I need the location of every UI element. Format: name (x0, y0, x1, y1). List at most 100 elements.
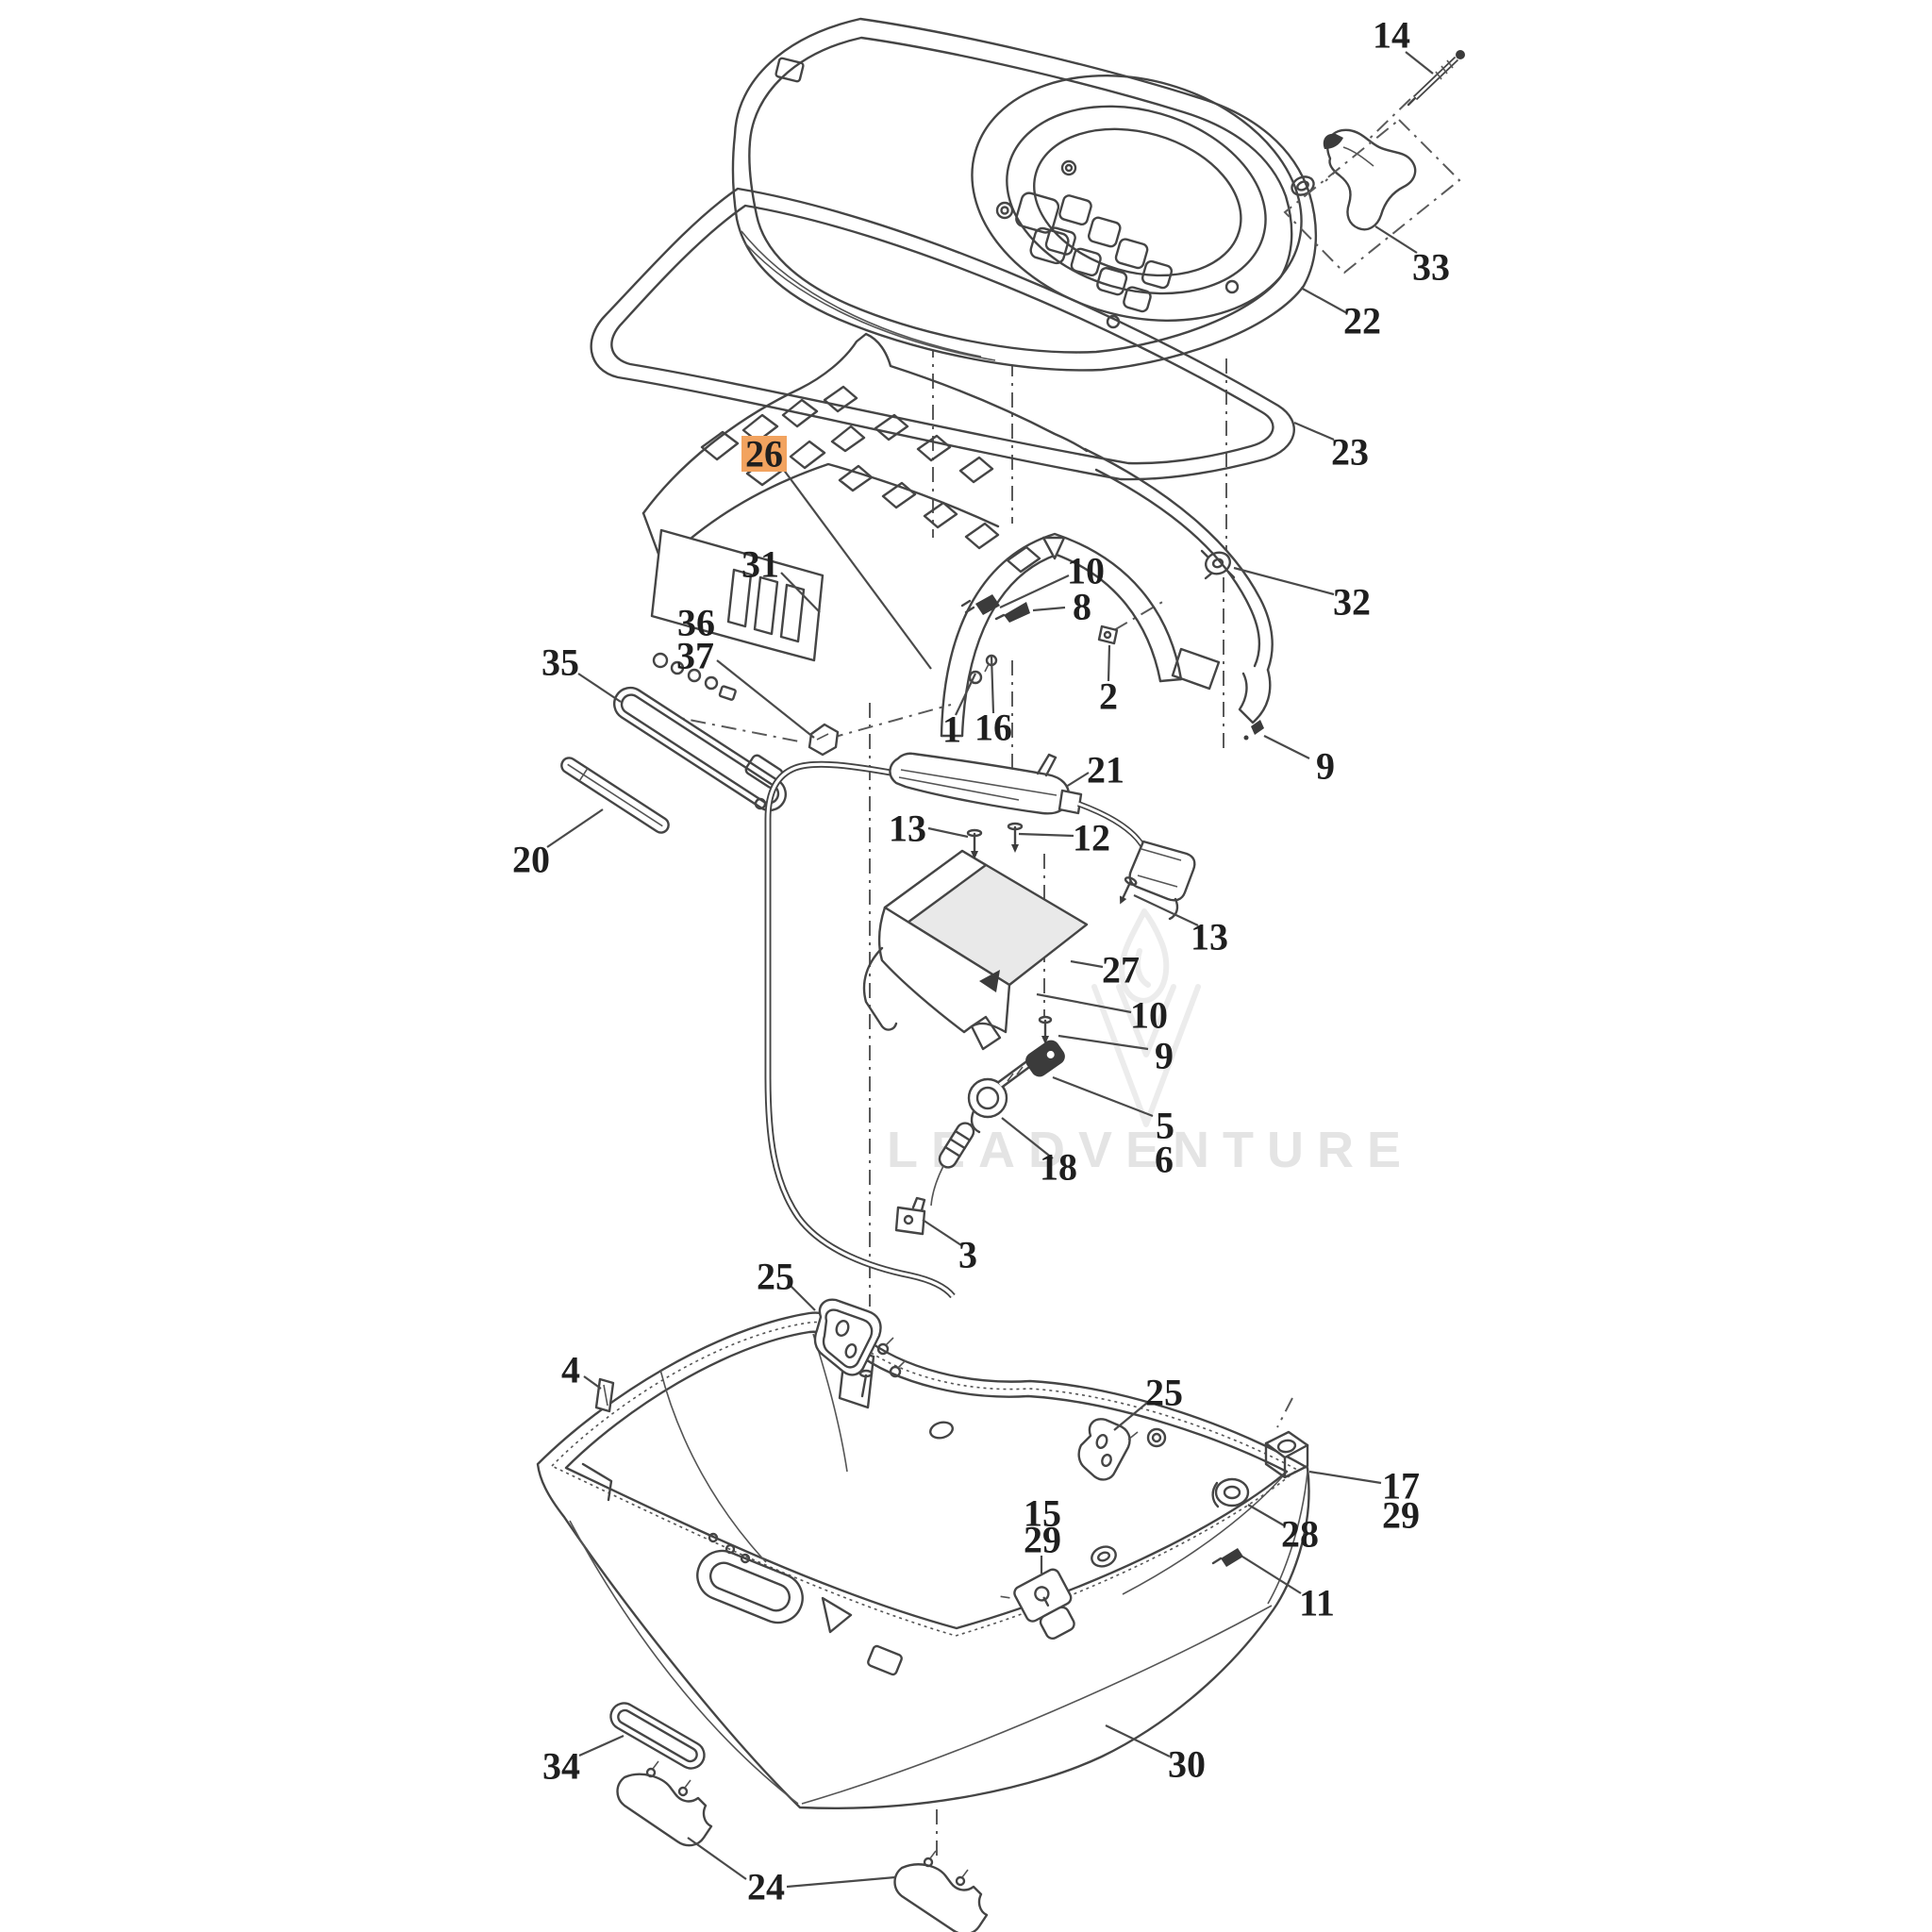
leader-line-1 (955, 673, 976, 716)
leader-line-32 (1233, 566, 1335, 596)
leader-line-13 (1133, 894, 1199, 926)
grommet-28-drawing (1211, 1477, 1250, 1508)
part-label-36: 36 (677, 602, 715, 644)
leader-line-3 (922, 1219, 962, 1246)
lock-barrel-drawing (1000, 1545, 1117, 1641)
part-label-24: 24 (747, 1866, 785, 1908)
part-label-10: 10 (1130, 994, 1168, 1037)
leader-line-12 (1018, 832, 1074, 838)
part-label-23: 23 (1331, 431, 1369, 474)
hinge-bracket-left-drawing (813, 1298, 882, 1398)
part-label-10: 10 (1067, 550, 1105, 592)
part-label-12: 12 (1073, 817, 1110, 859)
part-label-6: 6 (1155, 1139, 1174, 1181)
leader-line-22 (1300, 287, 1348, 314)
leader-line-9 (1058, 1034, 1149, 1051)
part-label-20: 20 (512, 839, 550, 881)
leader-line-21 (1065, 772, 1090, 788)
leader-line-17 (1308, 1470, 1382, 1485)
leader-line-31 (780, 572, 821, 613)
leader-line-11 (1241, 1556, 1302, 1594)
leader-line-33 (1374, 225, 1418, 254)
leader-line-8 (1032, 606, 1066, 612)
leader-line-27 (1070, 959, 1104, 969)
part-label-13: 13 (889, 808, 926, 850)
lid-seal-drawing (590, 187, 1295, 481)
part-label-16: 16 (974, 707, 1012, 749)
leader-line-23 (1293, 421, 1335, 441)
leader-line-25 (790, 1285, 816, 1311)
part-label-4: 4 (561, 1349, 580, 1391)
part-label-30: 30 (1168, 1743, 1206, 1786)
wedge-bracket-drawing (862, 849, 1089, 1051)
part-label-28: 28 (1281, 1513, 1319, 1556)
part-label-34: 34 (542, 1745, 580, 1788)
part-label-22: 22 (1343, 300, 1381, 342)
watermark-logo-icon (1091, 908, 1201, 1127)
part-label-8: 8 (1073, 586, 1091, 628)
well-nut-drawing (1264, 1430, 1309, 1479)
part-label-15: 15 (1024, 1492, 1061, 1535)
part-label-13: 13 (1191, 916, 1228, 958)
push-nut-drawing (1200, 549, 1236, 580)
latch-boundary-box (1283, 118, 1461, 275)
screw-11-drawing (1211, 1548, 1243, 1567)
part-label-3: 3 (958, 1234, 977, 1276)
antenna-cable-drawing (764, 752, 1196, 1299)
latch-assembly-drawing (1283, 50, 1465, 275)
part-label-14: 14 (1373, 14, 1410, 57)
leader-line-34 (578, 1734, 625, 1757)
lid-frame-drawing (641, 332, 1274, 738)
leader-line-14 (1405, 51, 1434, 75)
part-label-9: 9 (1316, 745, 1335, 788)
part-label-29: 29 (1024, 1519, 1061, 1561)
saddlebag-lid-drawing (731, 17, 1318, 372)
highlight-box-26 (741, 436, 787, 472)
leader-line-13 (927, 826, 969, 839)
part-label-1: 1 (942, 708, 961, 751)
part-label-32: 32 (1333, 581, 1371, 624)
part-label-2: 2 (1099, 675, 1118, 718)
leader-line-2 (1107, 644, 1111, 682)
leader-line-37 (716, 659, 815, 739)
rail-trim-drawing (560, 686, 788, 834)
leader-line-10 (1036, 992, 1132, 1014)
leader-lines (546, 51, 1434, 1889)
leader-line-25 (1113, 1402, 1148, 1431)
clip-36-drawing (808, 723, 840, 757)
part-label-25: 25 (757, 1256, 794, 1298)
leader-line-35 (577, 673, 622, 703)
leader-line-9 (1263, 735, 1310, 759)
part-label-21: 21 (1087, 749, 1124, 791)
part-label-35: 35 (541, 641, 579, 684)
part-label-18: 18 (1040, 1146, 1077, 1189)
leader-line-10 (999, 575, 1070, 608)
leader-line-20 (546, 808, 604, 848)
clip-4-drawing (594, 1377, 615, 1413)
leader-line-30 (1105, 1724, 1171, 1757)
key-lock-drawing (930, 1040, 1065, 1207)
part-label-17: 17 (1382, 1465, 1420, 1507)
bumper-pad-drawing (609, 1702, 706, 1770)
part-label-33: 33 (1412, 246, 1450, 289)
part-label-5: 5 (1156, 1105, 1174, 1147)
leader-line-24 (786, 1875, 896, 1889)
leader-line-5 (1052, 1075, 1154, 1118)
retainer-clips-drawing (616, 1760, 989, 1932)
leader-line-16 (990, 655, 995, 714)
part-label-27: 27 (1102, 949, 1140, 991)
part-label-25: 25 (1145, 1372, 1183, 1414)
leader-line-28 (1247, 1504, 1285, 1526)
part-label-26: 26 (745, 433, 783, 475)
leader-line-26 (782, 468, 932, 670)
leader-line-24 (687, 1837, 747, 1880)
leader-line-18 (1001, 1117, 1054, 1159)
part-label-37: 37 (676, 635, 714, 677)
part-label-11: 11 (1299, 1582, 1335, 1624)
hinge-bracket-right-drawing (1077, 1418, 1139, 1481)
part-label-9: 9 (1155, 1035, 1174, 1077)
fasteners-drawing (960, 594, 1264, 1044)
part-label-29: 29 (1382, 1494, 1420, 1537)
